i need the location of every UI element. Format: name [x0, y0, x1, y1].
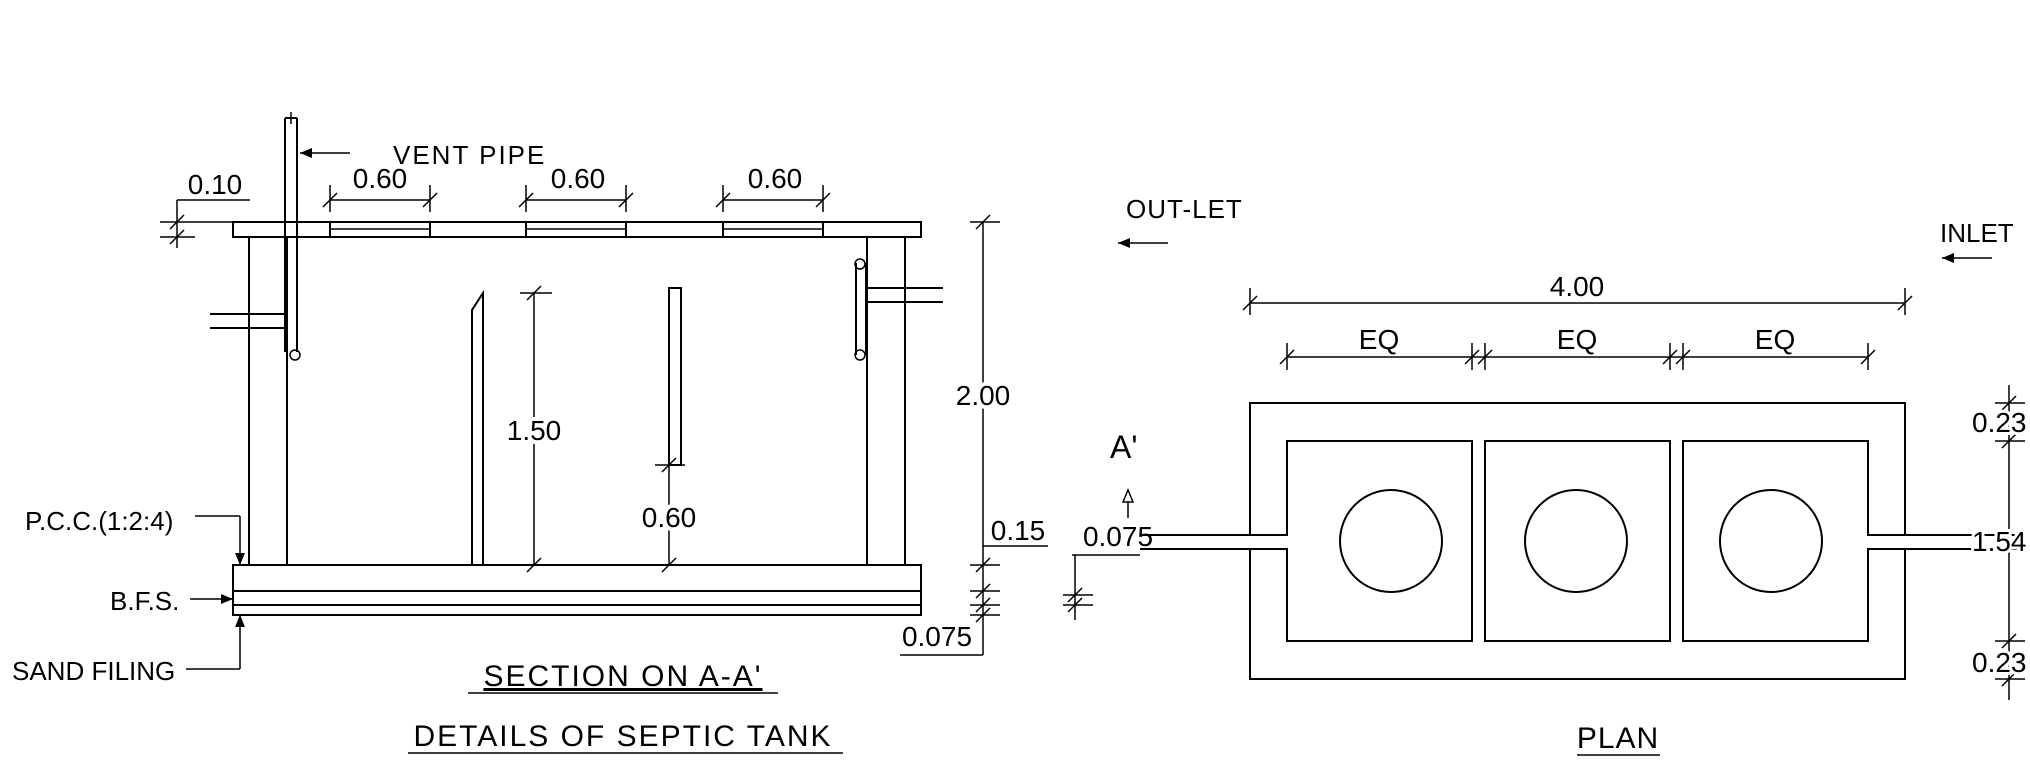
plan-manhole-3	[1719, 489, 1823, 593]
dim-eq-chambers: EQ EQ EQ	[1279, 324, 1876, 370]
pcc-base-slab	[232, 564, 922, 592]
plan-outer-wall	[1249, 402, 1906, 680]
left-wall	[248, 236, 288, 566]
drawing-title: DETAILS OF SEPTIC TANK	[413, 720, 832, 753]
dim-opening-1: 0.60	[353, 163, 408, 194]
dim-base-label: 0.15	[991, 515, 1046, 546]
dim-slab-label: 0.10	[188, 169, 243, 200]
dim-eq-3: EQ	[1755, 324, 1795, 355]
outlet-label: OUT-LET	[1126, 194, 1243, 224]
dim-wall-bottom-label: 0.23	[1972, 647, 2027, 678]
section-view: VENT PIPE 0.60 0.60	[12, 112, 1048, 754]
dim-eq-2: EQ	[1557, 324, 1597, 355]
dim-slab-thickness: 0.10	[160, 169, 250, 248]
plan-chamber-1	[1286, 440, 1473, 642]
dim-width-label: 1.54	[1972, 526, 2027, 557]
plan-view: OUT-LET INLET 4.00	[1063, 194, 2030, 756]
plan-chamber-2	[1484, 440, 1671, 642]
inlet-pipe	[854, 258, 943, 361]
vent-pipe-label: VENT PIPE	[393, 140, 546, 170]
dim-plan-width: 0.23 1.54 0.23	[1969, 385, 2030, 700]
dim-total-label: 4.00	[1550, 271, 1605, 302]
outlet-pipe	[210, 313, 287, 329]
right-wall	[866, 236, 906, 566]
dim-base-thickness: 0.15 0.075	[900, 515, 1048, 656]
section-title: SECTION ON A-A'	[483, 660, 762, 693]
dim-baffle-label: 1.50	[507, 415, 562, 446]
inlet-label: INLET	[1940, 218, 2014, 248]
brick-flat-soling	[232, 590, 922, 606]
dim-top-openings: 0.60 0.60 0.60	[322, 163, 831, 212]
dim-baffle-gap: 0.60	[638, 457, 700, 573]
plan-chamber-3	[1682, 440, 1869, 642]
dim-opening-3: 0.60	[748, 163, 803, 194]
section-marker-label: A'	[1110, 429, 1137, 465]
dim-wall-top-label: 0.23	[1972, 407, 2027, 438]
dim-marker-label: 0.075	[1083, 521, 1153, 552]
sand-filling	[232, 604, 922, 616]
dim-tank-height: 2.00	[952, 214, 1014, 573]
dim-eq-1: EQ	[1359, 324, 1399, 355]
dim-bfs-label: 0.075	[902, 621, 972, 652]
baffle-wall-2	[668, 287, 682, 466]
baffle-wall-1	[471, 289, 484, 566]
bfs-label: B.F.S.	[110, 586, 179, 616]
plan-manhole-1	[1339, 489, 1443, 593]
dim-total-length: 4.00	[1242, 271, 1913, 315]
sand-filling-label: SAND FILING	[12, 656, 175, 686]
plan-manhole-2	[1524, 489, 1628, 593]
dim-baffle-height: 1.50	[503, 285, 565, 573]
dim-opening-2: 0.60	[551, 163, 606, 194]
plan-title: PLAN	[1577, 722, 1659, 755]
dim-gap-label: 0.60	[642, 502, 697, 533]
dim-marker: 0.075	[1063, 521, 1153, 620]
pcc-label: P.C.C.(1:2:4)	[25, 506, 173, 536]
dim-height-label: 2.00	[956, 380, 1011, 411]
